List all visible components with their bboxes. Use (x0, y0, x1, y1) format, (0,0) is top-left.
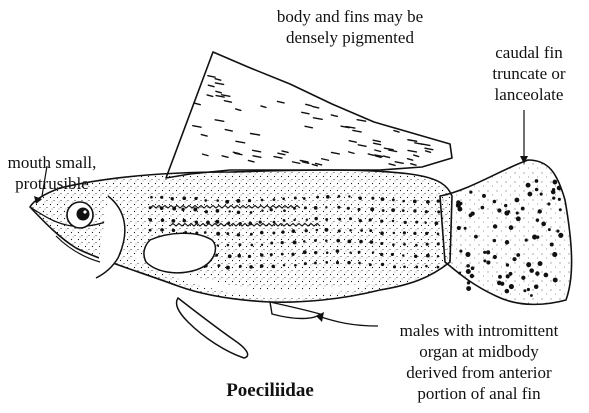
annotation-line: derived from anterior (372, 362, 586, 383)
gonopodium-leader-line (318, 316, 378, 326)
annotation-line: portion of anal fin (372, 383, 586, 404)
annotation-line: caudal fin (470, 42, 588, 63)
caudal-fin (440, 160, 572, 304)
annotation-line: densely pigmented (226, 27, 474, 48)
annotation-line: mouth small, (0, 152, 104, 173)
family-title: Poeciliidae (208, 380, 332, 402)
mouth-annotation: mouth small, protrusible (0, 152, 104, 194)
gonopodium (270, 302, 320, 319)
intromittent-organ-annotation: males with intromittent organ at midbody… (372, 320, 586, 404)
annotation-line: body and fins may be (226, 6, 474, 27)
annotation-line: truncate or (470, 63, 588, 84)
annotation-line: protrusible (0, 173, 104, 194)
pelvic-fin (176, 298, 247, 358)
fish-eye (67, 202, 93, 228)
annotation-line: lanceolate (470, 84, 588, 105)
dorsal-fin (166, 52, 452, 178)
annotation-line: organ at midbody (372, 341, 586, 362)
annotation-line: males with intromittent (372, 320, 586, 341)
pigmentation-annotation: body and fins may be densely pigmented (226, 6, 474, 48)
caudal-fin-annotation: caudal fin truncate or lanceolate (470, 42, 588, 105)
